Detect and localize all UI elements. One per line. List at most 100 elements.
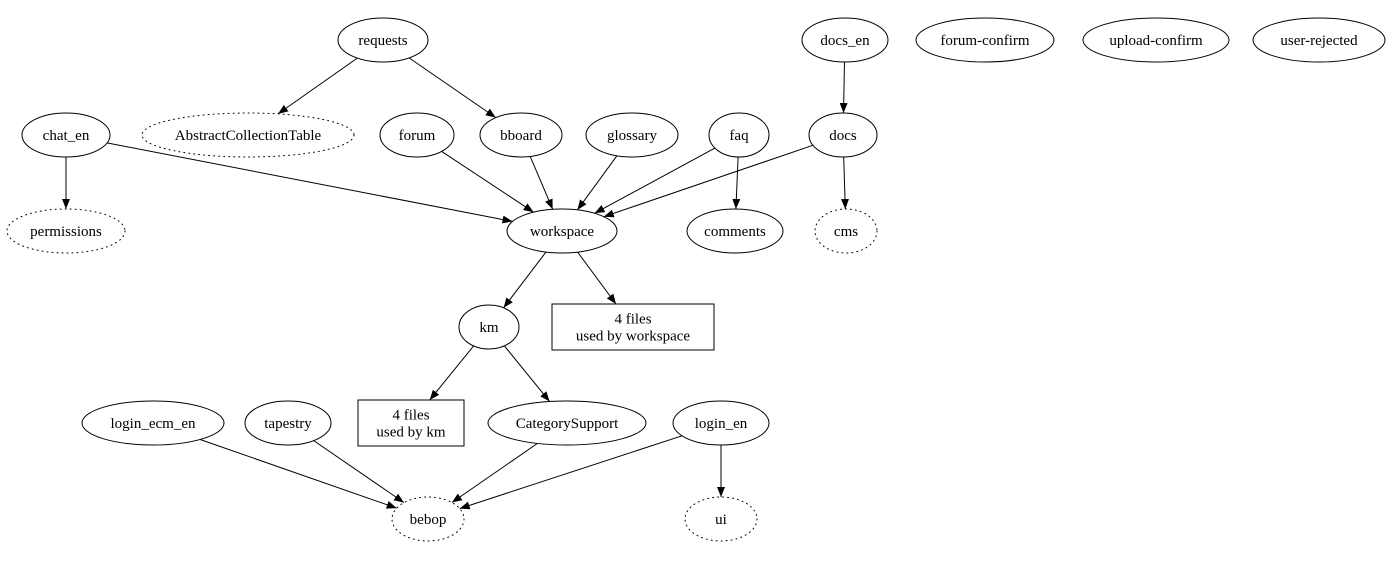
- node-shape-tapestry: [244, 400, 332, 446]
- node-cms: cms: [814, 208, 878, 254]
- node-shape-AbstractCollectionTable: [141, 112, 355, 158]
- node-label-glossary: glossary: [607, 128, 657, 144]
- node-workspace: workspace: [506, 208, 618, 254]
- edge-requests-AbstractCollectionTable: [277, 57, 358, 115]
- node-shape-login_ecm_en: [81, 400, 225, 446]
- node-label-line: forum: [399, 128, 436, 144]
- node-login_en: login_en: [672, 400, 770, 446]
- node-shape-docs: [808, 112, 878, 158]
- edge-faq-comments: [732, 156, 741, 210]
- node-shape-requests: [337, 17, 429, 63]
- node-label-line: upload-confirm: [1109, 33, 1203, 49]
- node-label-line: km: [479, 320, 499, 336]
- node-shape-workspace: [506, 208, 618, 254]
- node-label-line: forum-confirm: [940, 33, 1029, 49]
- node-label-line: 4 files: [392, 408, 429, 424]
- node-shape-forum: [379, 112, 455, 158]
- node-user-rejected: user-rejected: [1252, 17, 1386, 63]
- node-label-line: chat_en: [43, 128, 90, 144]
- node-login_ecm_en: login_ecm_en: [81, 400, 225, 446]
- node-bebop: bebop: [391, 496, 465, 542]
- node-bboard: bboard: [479, 112, 563, 158]
- node-label-bebop: bebop: [410, 512, 447, 528]
- nodes-layer: requests docs_en forum-confirm upload-confi…: [6, 17, 1386, 542]
- node-label-line: docs: [829, 128, 857, 144]
- node-label-tapestry: tapestry: [264, 416, 312, 432]
- node-shape-faq: [708, 112, 770, 158]
- edges-layer: [62, 57, 849, 510]
- edge-chat_en-workspace: [106, 142, 513, 224]
- node-label-chat_en: chat_en: [43, 128, 90, 144]
- node-label-forum-confirm: forum-confirm: [940, 33, 1029, 49]
- node-forum-confirm: forum-confirm: [915, 17, 1055, 63]
- node-faq: faq: [708, 112, 770, 158]
- node-label-requests: requests: [358, 33, 407, 49]
- edge-login_ecm_en-bebop: [199, 439, 397, 509]
- node-glossary: glossary: [585, 112, 679, 158]
- node-shape-cms: [814, 208, 878, 254]
- node-shape-login_en: [672, 400, 770, 446]
- node-shape-files_used_by_km: [357, 399, 465, 447]
- node-shape-glossary: [585, 112, 679, 158]
- node-permissions: permissions: [6, 208, 126, 254]
- node-shape-user-rejected: [1252, 17, 1386, 63]
- node-shape-bboard: [479, 112, 563, 158]
- node-label-line: used by workspace: [576, 329, 690, 345]
- node-label-forum: forum: [399, 128, 436, 144]
- edge-tapestry-bebop: [313, 440, 405, 504]
- node-label-line: user-rejected: [1280, 33, 1358, 49]
- node-label-user-rejected: user-rejected: [1280, 33, 1358, 49]
- node-label-line: requests: [358, 33, 407, 49]
- edge-glossary-workspace: [576, 155, 618, 211]
- node-shape-files_used_by_workspace: [551, 303, 715, 351]
- node-CategorySupport: CategorySupport: [487, 400, 647, 446]
- node-shape-chat_en: [21, 112, 111, 158]
- node-shape-docs_en: [801, 17, 889, 63]
- edge-docs-cms: [840, 156, 849, 210]
- node-shape-upload-confirm: [1082, 17, 1230, 63]
- edge-faq-workspace: [594, 147, 716, 214]
- node-label-line: CategorySupport: [516, 416, 619, 432]
- node-label-login_ecm_en: login_ecm_en: [111, 416, 196, 432]
- node-label-line: permissions: [30, 224, 102, 240]
- node-label-line: used by km: [376, 425, 445, 441]
- edge-workspace-files_used_by_workspace: [577, 251, 617, 305]
- edge-km-CategorySupport: [504, 345, 550, 402]
- node-label-comments: comments: [704, 224, 766, 240]
- node-label-line: bebop: [410, 512, 447, 528]
- edge-login_en-bebop: [459, 435, 683, 510]
- node-label-line: login_ecm_en: [111, 416, 196, 432]
- node-ui: ui: [684, 496, 758, 542]
- node-label-line: workspace: [530, 224, 594, 240]
- node-shape-km: [458, 304, 520, 350]
- node-label-bboard: bboard: [500, 128, 542, 144]
- node-AbstractCollectionTable: AbstractCollectionTable: [141, 112, 355, 158]
- node-label-permissions: permissions: [30, 224, 102, 240]
- node-label-line: cms: [834, 224, 858, 240]
- node-label-line: login_en: [695, 416, 748, 432]
- node-label-km: km: [479, 320, 499, 336]
- edge-bboard-workspace: [529, 156, 554, 210]
- node-label-docs: docs: [829, 128, 857, 144]
- node-chat_en: chat_en: [21, 112, 111, 158]
- node-requests: requests: [337, 17, 429, 63]
- node-label-line: comments: [704, 224, 766, 240]
- node-shape-bebop: [391, 496, 465, 542]
- node-forum: forum: [379, 112, 455, 158]
- node-docs: docs: [808, 112, 878, 158]
- node-label-AbstractCollectionTable: AbstractCollectionTable: [175, 128, 322, 144]
- edge-requests-bboard: [408, 57, 497, 119]
- node-upload-confirm: upload-confirm: [1082, 17, 1230, 63]
- node-label-line: tapestry: [264, 416, 312, 432]
- edge-docs_en-docs: [839, 61, 848, 114]
- node-label-line: docs_en: [820, 33, 870, 49]
- node-label-line: AbstractCollectionTable: [175, 128, 322, 144]
- edge-CategorySupport-bebop: [451, 442, 538, 503]
- node-label-cms: cms: [834, 224, 858, 240]
- node-label-line: faq: [729, 128, 749, 144]
- node-tapestry: tapestry: [244, 400, 332, 446]
